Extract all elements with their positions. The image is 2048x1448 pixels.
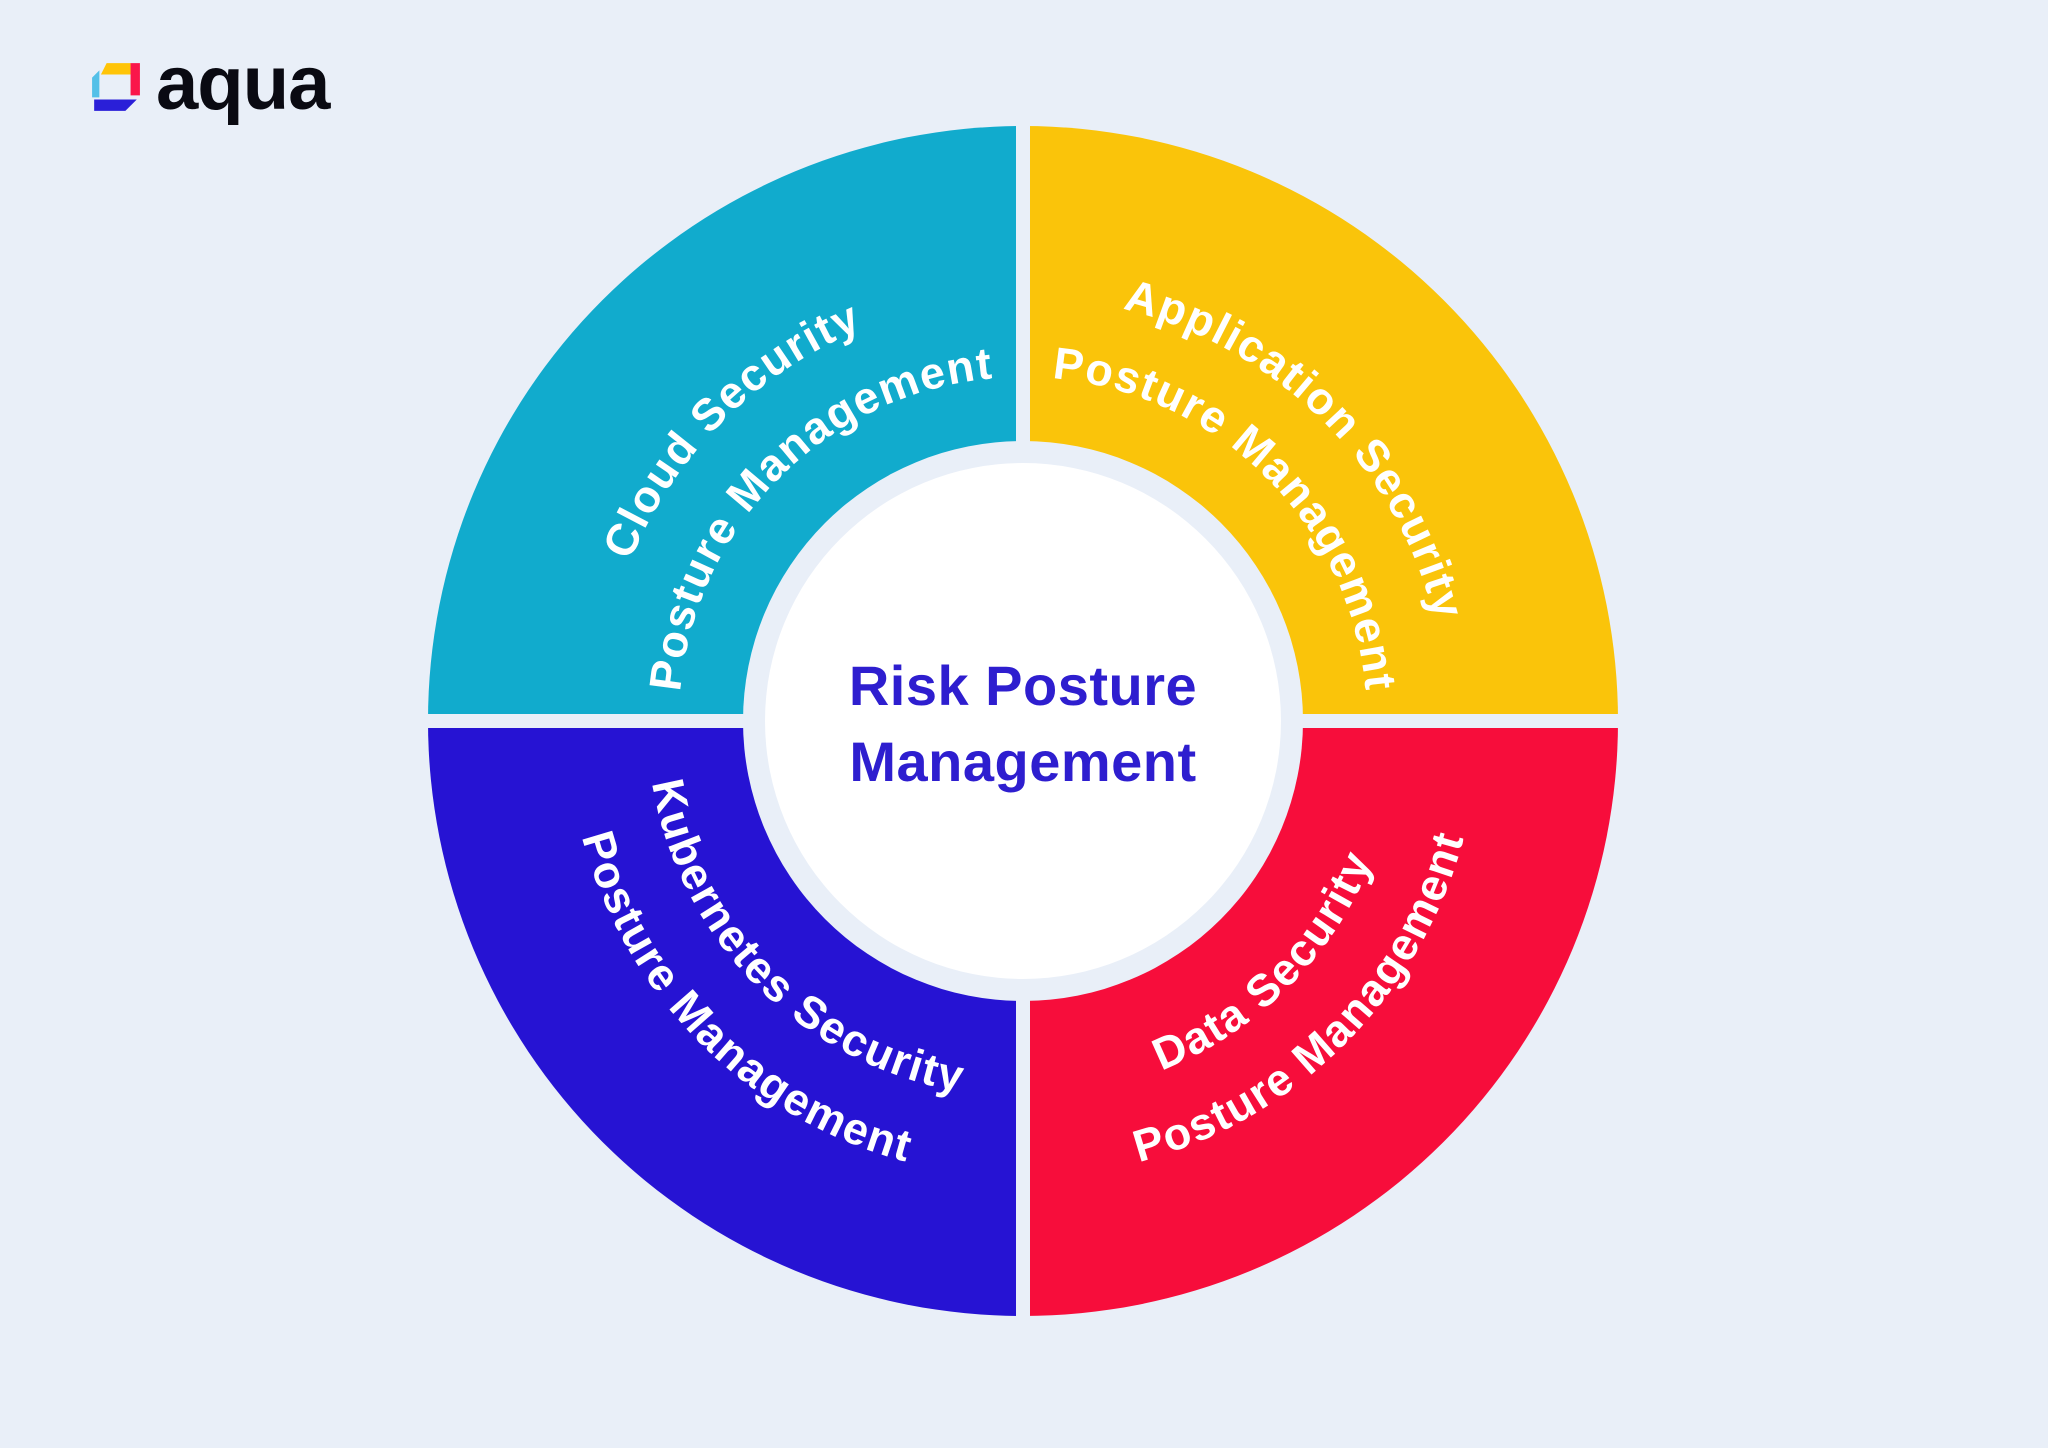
logo-icon-bottom-bar [94,99,137,111]
center-circle [765,463,1281,979]
aqua-logo-icon [92,63,140,111]
center-title-line2: Management [849,730,1196,793]
aqua-logo: aqua [90,46,330,122]
logo-icon-top-bar [100,63,131,75]
logo-icon-left-bar [92,70,100,98]
logo-icon-right-bar [130,63,140,96]
aqua-logo-wordmark: aqua [156,41,330,126]
center-title-line1: Risk Posture [849,654,1197,717]
